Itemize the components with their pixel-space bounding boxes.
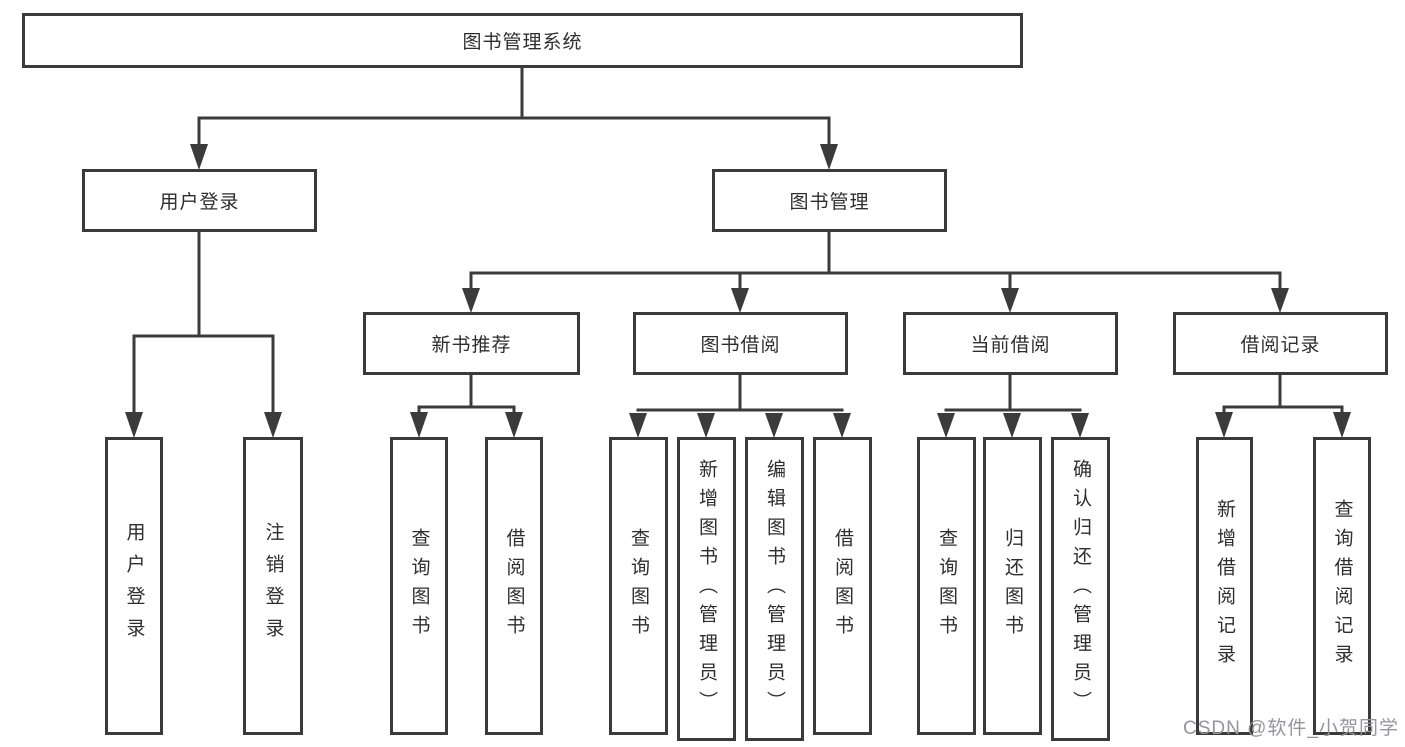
leaf-user-login: 用户登录 (105, 437, 163, 735)
leaf-add-book-admin: 新增图书（管理员） (677, 437, 736, 741)
leaf-confirm-return-admin: 确认归还（管理员） (1051, 437, 1110, 741)
leaf-logout-login: 注销登录 (243, 437, 303, 735)
leaf-add-borrow-record: 新增借阅记录 (1196, 437, 1253, 735)
leaf-query-books-3: 查询图书 (917, 437, 976, 735)
node-library-management-system: 图书管理系统 (22, 13, 1023, 68)
leaf-query-books-1: 查询图书 (390, 437, 448, 735)
leaf-query-books-2: 查询图书 (609, 437, 668, 735)
leaf-borrow-books-1: 借阅图书 (485, 437, 543, 735)
leaf-query-borrow-record: 查询借阅记录 (1313, 437, 1371, 735)
node-book-management: 图书管理 (712, 169, 947, 232)
node-user-login: 用户登录 (82, 169, 317, 232)
csdn-watermark: CSDN @软件_小贺同学 (1183, 718, 1399, 739)
node-borrow-records: 借阅记录 (1173, 312, 1388, 375)
node-new-book-recommend: 新书推荐 (363, 312, 580, 375)
node-book-borrow: 图书借阅 (633, 312, 848, 375)
leaf-edit-book-admin: 编辑图书（管理员） (745, 437, 804, 741)
leaf-return-book: 归还图书 (983, 437, 1042, 735)
node-current-borrow: 当前借阅 (903, 312, 1118, 375)
leaf-borrow-books-2: 借阅图书 (813, 437, 872, 735)
